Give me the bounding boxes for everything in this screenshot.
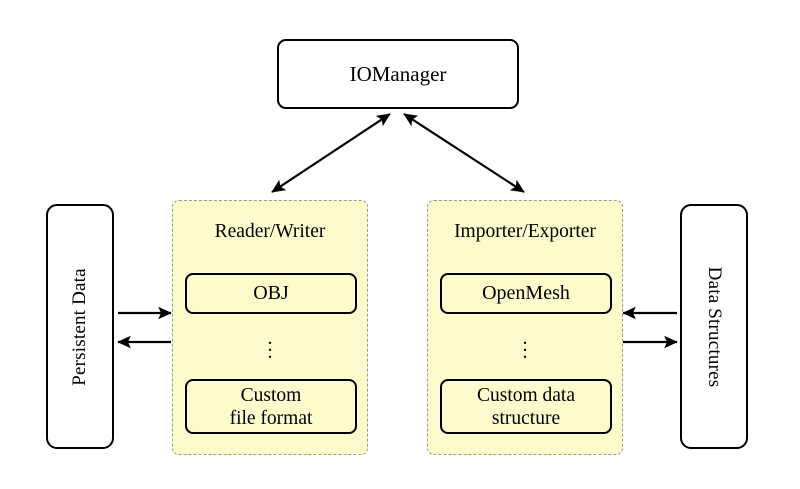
node-custom-file-format[interactable]: Custom file format: [185, 379, 357, 434]
ellipsis-reader-writer: ...: [267, 327, 273, 363]
group-importer-exporter-title: Importer/Exporter: [454, 221, 596, 242]
node-custom-data-structure[interactable]: Custom data structure: [440, 379, 612, 434]
ellipsis-importer-exporter: ...: [522, 327, 528, 363]
group-reader-writer-title: Reader/Writer: [214, 221, 326, 242]
node-custom-file-format-label: Custom file format: [229, 384, 313, 429]
arrow-manager-importer-exporter: [403, 113, 525, 193]
persistent-data-label: Persistent Data: [69, 267, 90, 386]
node-custom-data-structure-label: Custom data structure: [476, 384, 576, 429]
data-structures-label: Data Structures: [704, 266, 725, 387]
group-reader-writer: Reader/Writer OBJ ... Custom file format: [172, 200, 368, 455]
io-manager-node[interactable]: IOManager: [277, 39, 519, 109]
persistent-data-node[interactable]: Persistent Data: [46, 204, 114, 449]
data-structures-node[interactable]: Data Structures: [680, 204, 748, 449]
io-manager-label: IOManager: [349, 61, 447, 86]
node-openmesh-label: OpenMesh: [482, 281, 570, 304]
arrow-manager-reader-writer: [271, 113, 391, 193]
node-obj-label: OBJ: [253, 281, 289, 304]
node-openmesh[interactable]: OpenMesh: [440, 273, 612, 314]
node-obj[interactable]: OBJ: [185, 273, 357, 314]
group-importer-exporter: Importer/Exporter OpenMesh ... Custom da…: [427, 200, 623, 455]
